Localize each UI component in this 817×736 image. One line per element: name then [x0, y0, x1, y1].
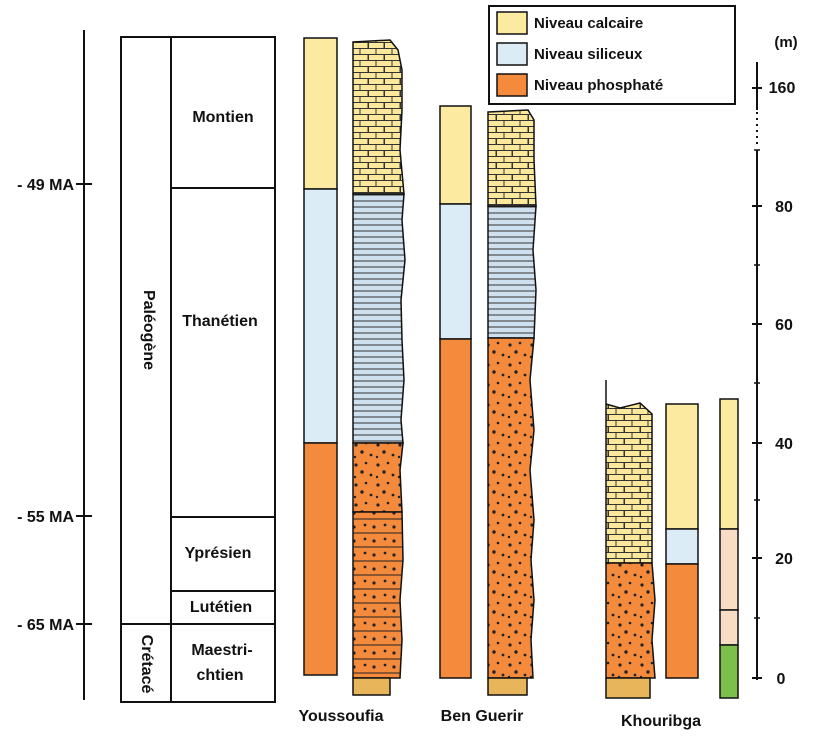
stratigraphy-table: Paléogène Crétacé Montien Thanétien Ypré…	[120, 36, 276, 703]
scale-tick-0: 0	[777, 671, 786, 688]
youssoufia-simple-phosphate	[303, 442, 338, 676]
time-axis: - 49 MA - 55 MA - 65 MA	[17, 30, 92, 700]
site-khouribga: Khouribga	[605, 380, 739, 730]
stage-ypresien: Yprésien	[185, 545, 252, 562]
scale-tick-20: 20	[775, 551, 793, 568]
stage-montien: Montien	[192, 109, 253, 126]
youssoufia-log-phosphate-upper	[352, 442, 404, 513]
youssoufia-simple-siliceous	[303, 188, 338, 444]
khouribga-simple-phosphate	[665, 563, 699, 679]
era-paleogene: Paléogène	[140, 290, 157, 370]
legend-label-phosphate: Niveau phosphaté	[534, 77, 663, 94]
khouribga-simple-limestone	[665, 403, 699, 530]
legend-swatch-calcaire	[496, 11, 528, 35]
site-ben-guerir: Ben Guerir	[439, 105, 537, 725]
stage-lutetien: Lutétien	[190, 599, 252, 616]
site-label-youssoufia: Youssoufia	[298, 708, 383, 725]
age-marker-49: - 49 MA	[17, 177, 74, 194]
scale-tick-40: 40	[775, 436, 793, 453]
khouribga-simple-siliceous	[665, 528, 699, 565]
legend-label-siliceux: Niveau siliceux	[534, 46, 643, 63]
legend-swatch-siliceux	[496, 42, 528, 66]
khouribga-pale-phosphate-lower	[719, 609, 739, 646]
stage-thanetien: Thanétien	[182, 313, 258, 330]
stage-maestrichtien-line1: Maestri-	[191, 642, 252, 659]
age-marker-55: - 55 MA	[17, 509, 74, 526]
youssoufia-log-siliceous	[352, 193, 406, 444]
benguerir-simple-limestone	[439, 105, 472, 205]
scale-tick-80: 80	[775, 199, 793, 216]
khouribga-pale-limestone	[719, 398, 739, 530]
age-marker-65: - 65 MA	[17, 617, 74, 634]
benguerir-log-base	[487, 677, 528, 696]
benguerir-simple-phosphate	[439, 338, 472, 679]
legend: Niveau calcaire Niveau siliceux Niveau p…	[488, 5, 736, 105]
youssoufia-log-limestone	[352, 39, 405, 195]
benguerir-log-limestone	[487, 109, 537, 207]
khouribga-green-base	[719, 644, 739, 699]
site-label-khouribga: Khouribga	[621, 713, 701, 730]
youssoufia-simple-limestone	[303, 37, 338, 190]
scale-tick-60: 60	[775, 317, 793, 334]
youssoufia-log-base	[352, 677, 391, 696]
scale-tick-160: 160	[769, 80, 796, 97]
khouribga-log-phosphate	[605, 562, 656, 679]
scale-unit: (m)	[774, 34, 797, 51]
depth-scale: (m) 160 80 60 40 20 0	[752, 34, 798, 688]
khouribga-pale-phosphate-upper	[719, 528, 739, 611]
legend-frame	[488, 5, 736, 105]
khouribga-log-limestone	[605, 380, 653, 564]
benguerir-simple-siliceous	[439, 203, 472, 340]
benguerir-log-phosphate	[487, 337, 535, 679]
legend-swatch-phosphate	[496, 73, 528, 97]
khouribga-log-base	[605, 677, 651, 699]
stage-maestrichtien-line2: chtien	[196, 667, 243, 684]
benguerir-log-siliceous	[487, 205, 537, 339]
site-label-ben-guerir: Ben Guerir	[441, 708, 524, 725]
legend-label-calcaire: Niveau calcaire	[534, 15, 643, 32]
era-cretace: Crétacé	[138, 635, 155, 694]
youssoufia-log-phosphate-lower	[352, 511, 404, 679]
site-youssoufia: Youssoufia	[298, 37, 406, 725]
